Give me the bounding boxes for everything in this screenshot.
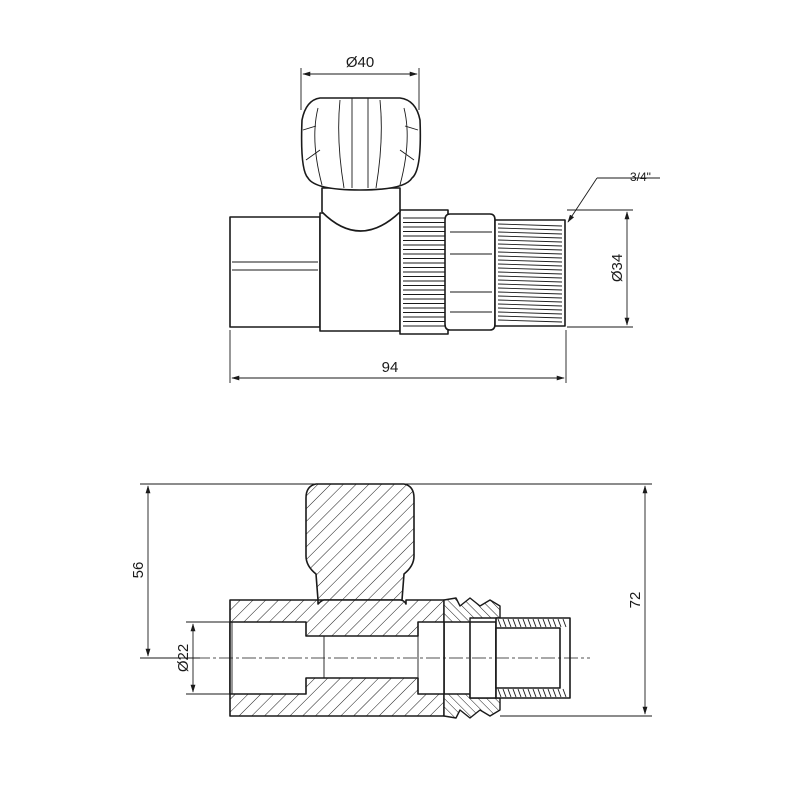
ribbed-nut [399,209,449,335]
dim-inlet-bore: Ø22 [175,621,232,695]
handle-cap [300,97,422,212]
dim-overall-height: 72 [404,483,652,717]
valve-body [319,211,401,332]
handle-diameter-label: Ø40 [346,54,374,71]
thread-size-label: 3/4" [630,170,651,184]
dim-centerline-height: 56 [130,483,318,659]
threaded-outlet [494,219,566,327]
centerline-height-label: 56 [130,562,147,579]
inlet-bore-label: Ø22 [175,644,192,672]
overall-length-label: 94 [382,359,399,376]
dim-handle-diameter: Ø40 [300,54,420,110]
dim-overall-length: 94 [229,330,567,383]
top-view: Ø40 3/4" Ø34 94 [229,54,660,383]
thread-callout: 3/4" [567,170,660,223]
outlet-diameter-label: Ø34 [609,254,626,282]
inlet-socket [229,216,321,328]
union-nut-top [443,597,501,623]
hex-nut [444,213,496,331]
dim-outlet-diameter: Ø34 [567,209,633,328]
union-nut-body [469,621,497,699]
overall-height-label: 72 [627,592,644,609]
handle-section [305,483,415,601]
section-view: 56 72 Ø22 [130,483,652,719]
